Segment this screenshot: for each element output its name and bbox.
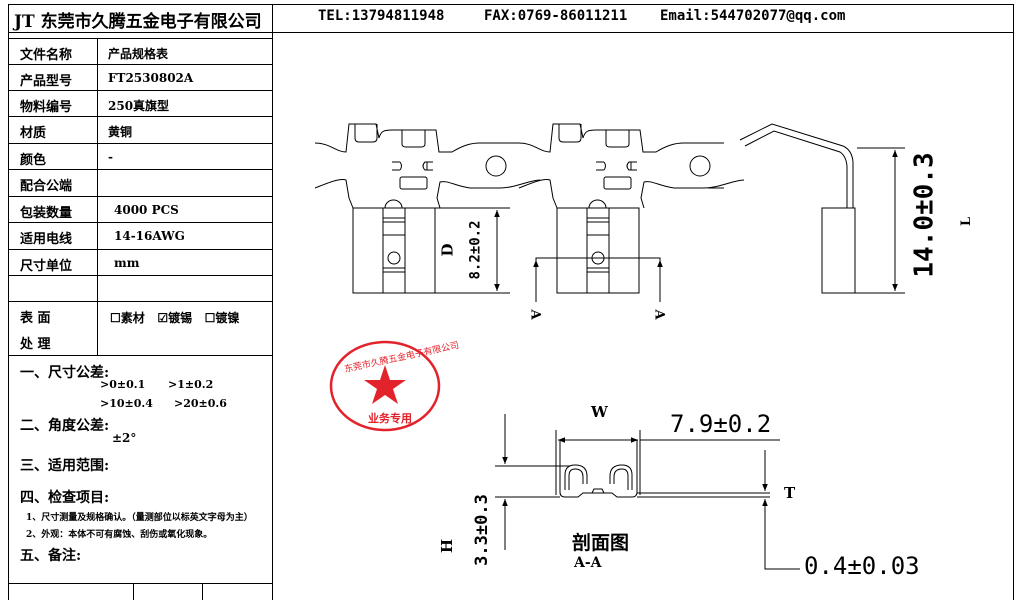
spec-label: 包装数量 [20, 206, 73, 221]
row-line [8, 355, 272, 356]
dim-tol-3: >10±0.4 [100, 397, 153, 410]
w-label: W [591, 403, 608, 421]
spec-label: 产品型号 [20, 74, 73, 89]
h-value: 3.3±0.3 [471, 494, 492, 566]
row-line [8, 64, 272, 65]
option-label: 镀锡 [168, 311, 193, 325]
row-line [8, 222, 272, 223]
spec-value: 14-16AWG [114, 229, 185, 243]
inspect-title: 四、检查项目: [20, 490, 110, 506]
stamp-bottom-text: 业务专用 [368, 412, 412, 425]
frame-divider [272, 4, 273, 600]
row-line [8, 90, 272, 91]
surface-options: ☐素材 ☑镀锡 ☐镀镍 [110, 309, 239, 326]
option-label: 镀镍 [215, 311, 240, 325]
company-title: JT 东莞市久腾五金电子有限公司 [14, 12, 262, 32]
dim-tol-2: >1±0.2 [168, 378, 214, 391]
spec-value: 4000 PCS [114, 203, 179, 217]
strip-end [708, 142, 724, 189]
spec-label: 材质 [20, 126, 47, 141]
spec-value: 产品规格表 [108, 47, 169, 61]
dim-tol-1: >0±0.1 [100, 378, 146, 391]
l-value: 14.0±0.3 [909, 152, 940, 278]
frame-left [8, 4, 9, 600]
row-line [8, 301, 272, 302]
section-profile [495, 414, 800, 570]
section-mark-left: A [527, 309, 543, 320]
t-label: T [784, 484, 796, 502]
section-title: 剖面图 [572, 532, 630, 554]
row-line [8, 196, 272, 197]
spec-label: 物料编号 [20, 100, 73, 115]
w-value: 7.9±0.2 [670, 410, 772, 438]
contact-fax: FAX:0769-86011211 [484, 8, 628, 24]
row-line [8, 169, 272, 170]
col-line [202, 583, 203, 600]
row-line [8, 143, 272, 144]
angle-tol: ±2° [112, 431, 137, 445]
inspect-item-2: 2、外观：本体不可有腐蚀、刮伤或氧化现象。 [26, 530, 213, 540]
inspect-item-1: 1、尺寸测量及规格确认。（量测部位以标英文字母为主） [26, 513, 253, 523]
dim-tol-title: 一、尺寸公差: [20, 365, 110, 381]
company-stamp [329, 340, 441, 432]
contact-tel: TEL:13794811948 [318, 8, 445, 24]
dim-tol-4: >20±0.6 [174, 397, 227, 410]
d-value: 8.2±0.2 [467, 220, 484, 280]
spec-label: 颜色 [20, 153, 47, 168]
spec-value: mm [114, 256, 140, 270]
row-line [8, 249, 272, 250]
spec-value: FT2530802A [108, 71, 194, 85]
row-line [8, 583, 272, 584]
frame-right [1013, 4, 1014, 600]
spec-label: 文件名称 [20, 48, 73, 63]
checkbox-surface-raw[interactable]: ☐ [110, 311, 121, 325]
row-line [8, 275, 272, 276]
option-label: 素材 [120, 311, 145, 325]
checkbox-surface-nickel[interactable]: ☐ [204, 311, 216, 325]
checkbox-surface-tin[interactable]: ☑ [157, 311, 169, 325]
section-cut-line [535, 257, 661, 302]
strip-unit-2 [518, 123, 745, 294]
t-value: 0.4±0.03 [804, 552, 920, 580]
spec-value: 黄铜 [108, 125, 133, 139]
row-line [8, 116, 272, 117]
h-label: H [438, 538, 457, 554]
table-top [8, 38, 272, 39]
l-label: L [959, 216, 975, 227]
section-name: A-A [574, 555, 602, 571]
table-col-divider [97, 38, 98, 355]
header-bottom [8, 32, 1013, 33]
surface-label-2: 处 理 [20, 337, 51, 352]
spec-label: 尺寸单位 [20, 259, 73, 274]
scope-title: 三、适用范围: [20, 458, 110, 474]
frame-top [8, 4, 1013, 5]
side-view [739, 123, 905, 294]
remark-title: 五、备注: [20, 548, 82, 564]
angle-tol-title: 二、角度公差: [20, 418, 110, 434]
section-mark-right: A [651, 309, 667, 320]
spec-label: 适用电线 [20, 232, 73, 247]
spec-label: 配合公端 [20, 179, 73, 194]
surface-label-1: 表 面 [20, 311, 51, 326]
spec-value: 250真旗型 [108, 99, 170, 113]
contact-email: Email:544702077@qq.com [660, 8, 846, 24]
d-label: D [438, 243, 457, 257]
col-line [133, 583, 134, 600]
spec-value: - [108, 150, 113, 164]
